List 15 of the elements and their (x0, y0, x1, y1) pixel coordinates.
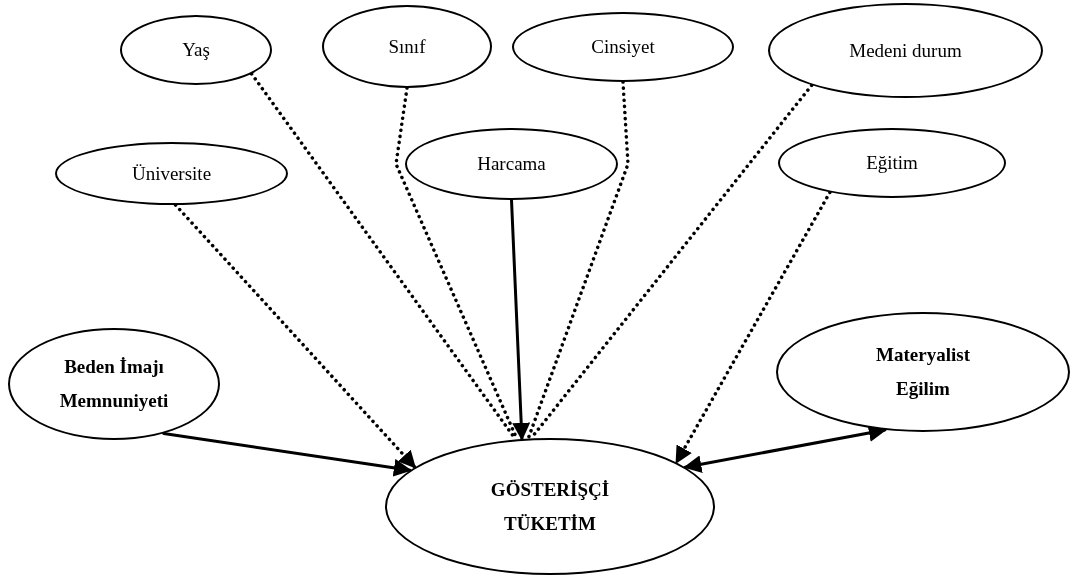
node-label: Medeni durum (849, 38, 962, 63)
node-label: Cinsiyet (591, 35, 655, 59)
dotted-arrow (674, 190, 832, 465)
dotted-arrow (173, 203, 417, 469)
node-label: Eğitim (866, 151, 918, 175)
arrow (510, 198, 531, 441)
ellipse-node (405, 128, 618, 200)
node-label: Beden İmajı Memnuniyeti (58, 355, 170, 413)
node-label: Sınıf (388, 34, 426, 59)
node-label: Harcama (477, 152, 546, 176)
node-label: GÖSTERİŞÇİ TÜKETİM (489, 477, 611, 536)
node-label: Materyalist Eğilim (875, 343, 971, 401)
arrow (162, 431, 412, 477)
node-label: Yaş (182, 38, 210, 62)
node-label: Üniversite (131, 161, 212, 186)
